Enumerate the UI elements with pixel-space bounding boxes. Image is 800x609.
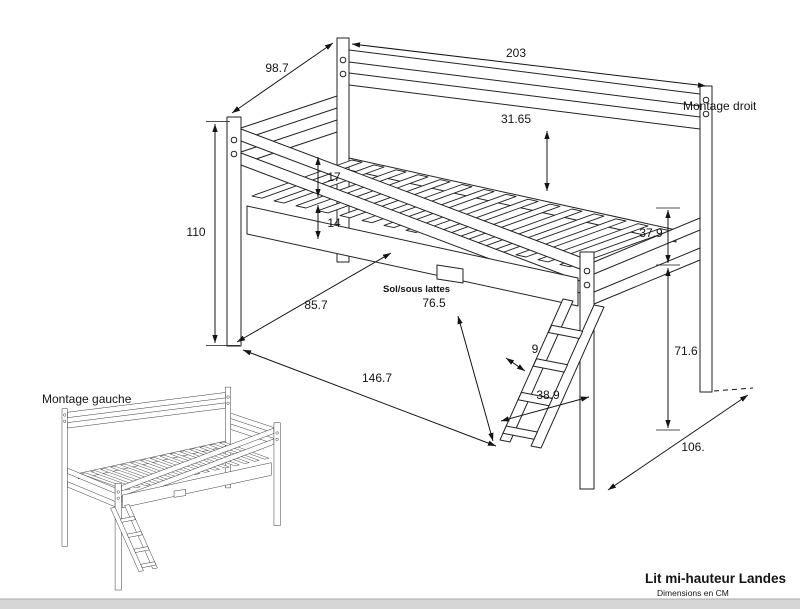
dim-ladder-width-label: 38.9: [536, 388, 560, 402]
bed-drawing-right: [226, 37, 713, 490]
dim-depth-bottom-label: 106.: [681, 440, 704, 454]
label-plate: [436, 264, 464, 284]
bottom-bar: [0, 599, 800, 609]
bed-drawing-left-mirrored: [61, 386, 281, 591]
dim-underbed-diag-label: 85.7: [304, 298, 328, 312]
floor-under-slats-label: Sol/sous lattes: [383, 284, 450, 295]
dim-step-arrow: [505, 357, 526, 372]
bolt-hole-icon: [702, 96, 710, 104]
bolt-hole-icon: [339, 70, 347, 78]
dim-depth-top-label: 98.7: [265, 61, 289, 75]
bolt-hole-icon: [583, 267, 591, 275]
bolt-hole-icon: [339, 56, 347, 64]
ladder-step: [532, 358, 568, 373]
dim-rail-gap-label: 17: [327, 170, 341, 184]
dim-depth-top-arrow: [231, 42, 334, 114]
dim-rail-height-label: 14: [327, 216, 341, 230]
bolt-hole-icon: [702, 110, 710, 118]
dimension-labels: 98.7 203 31.65 17 14 110 85.7 Sol/sous l…: [186, 46, 704, 454]
dim-floor-to-slats-label: 76.5: [422, 296, 446, 310]
ladder-step: [547, 324, 584, 339]
view-label-right: Montage droit: [683, 99, 757, 113]
bolt-hole-icon: [583, 281, 591, 289]
dim-length-label: 203: [506, 46, 526, 60]
dim-underbed-length-label: 146.7: [362, 371, 392, 385]
dim-guard-above-slats-label: 31.65: [501, 112, 531, 126]
dim-depth-bottom-arrow: [607, 394, 749, 491]
units-note: Dimensions en CM: [657, 588, 729, 598]
post-back-right: [699, 85, 713, 393]
view-label-left: Montage gauche: [42, 392, 132, 406]
page-title: Lit mi-hauteur Landes: [645, 571, 786, 586]
dim-underbed-length-arrow: [242, 349, 497, 447]
dim-height-total-label: 110: [186, 225, 205, 239]
dim-step-label: 9: [532, 342, 539, 356]
dim-length-arrow: [351, 42, 707, 88]
dimension-lines: [206, 42, 754, 491]
dim-underbed-diag-arrow: [236, 252, 392, 343]
bolt-hole-icon: [230, 150, 238, 158]
ladder-step: [502, 425, 538, 440]
dim-underbed-right-label: 71.6: [674, 344, 698, 358]
dim-side-drop-label: 37.9: [639, 226, 663, 240]
dim-floor-to-slats-arrow: [457, 315, 494, 442]
rail-front-deck: [246, 205, 579, 307]
dim-ladder-width-arrow: [500, 396, 590, 422]
dashed-extension-line: [713, 387, 754, 392]
post-front-right: [579, 251, 595, 490]
bolt-hole-icon: [230, 136, 238, 144]
